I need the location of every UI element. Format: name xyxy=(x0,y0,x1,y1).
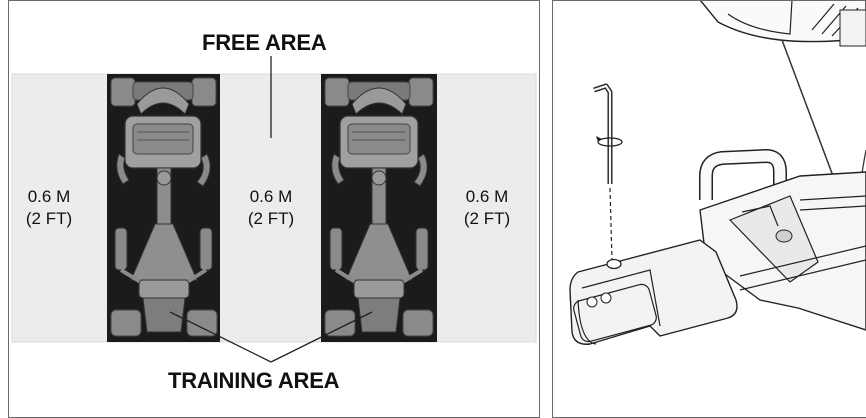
clearance-imperial: (2 xyxy=(247,209,263,228)
clearance-value: 0.6 xyxy=(27,187,52,206)
assembly-illustration xyxy=(569,0,866,345)
clearance-close: ) xyxy=(288,209,295,228)
clearance-imperial: (2 xyxy=(25,209,41,228)
clearance-right: 0.6 M (2 FT) xyxy=(447,186,527,230)
clearance-close: ) xyxy=(66,209,73,228)
hex-key-icon xyxy=(593,83,623,261)
clearance-middle: 0.6 M (2 FT) xyxy=(231,186,311,230)
target-screw-hole xyxy=(606,258,622,270)
end-cap-screw-hole-1 xyxy=(586,296,598,308)
training-area-leader-right xyxy=(270,311,373,363)
free-area-band xyxy=(11,73,537,343)
clearance-imperial: (2 xyxy=(463,209,479,228)
assembly-panel xyxy=(552,0,866,418)
training-area-label: TRAINING AREA xyxy=(168,368,340,393)
alignment-dashed-line xyxy=(609,187,613,261)
clearance-unit: M xyxy=(278,187,293,206)
end-cap-screw-hole-2 xyxy=(600,292,612,304)
clearance-imperial-unit: FT xyxy=(267,209,289,228)
training-area-leader-left xyxy=(169,311,272,363)
clearance-unit: M xyxy=(56,187,71,206)
clearance-close: ) xyxy=(504,209,511,228)
training-area-2 xyxy=(321,74,437,342)
training-area-1 xyxy=(107,74,220,342)
clearance-imperial-unit: FT xyxy=(45,209,67,228)
clearance-value: 0.6 xyxy=(465,187,490,206)
clearance-left: 0.6 M (2 FT) xyxy=(9,186,89,230)
free-area-label: FREE AREA xyxy=(202,30,327,55)
clearance-imperial-unit: FT xyxy=(483,209,505,228)
clearance-unit: M xyxy=(494,187,509,206)
clearance-value: 0.6 xyxy=(249,187,274,206)
